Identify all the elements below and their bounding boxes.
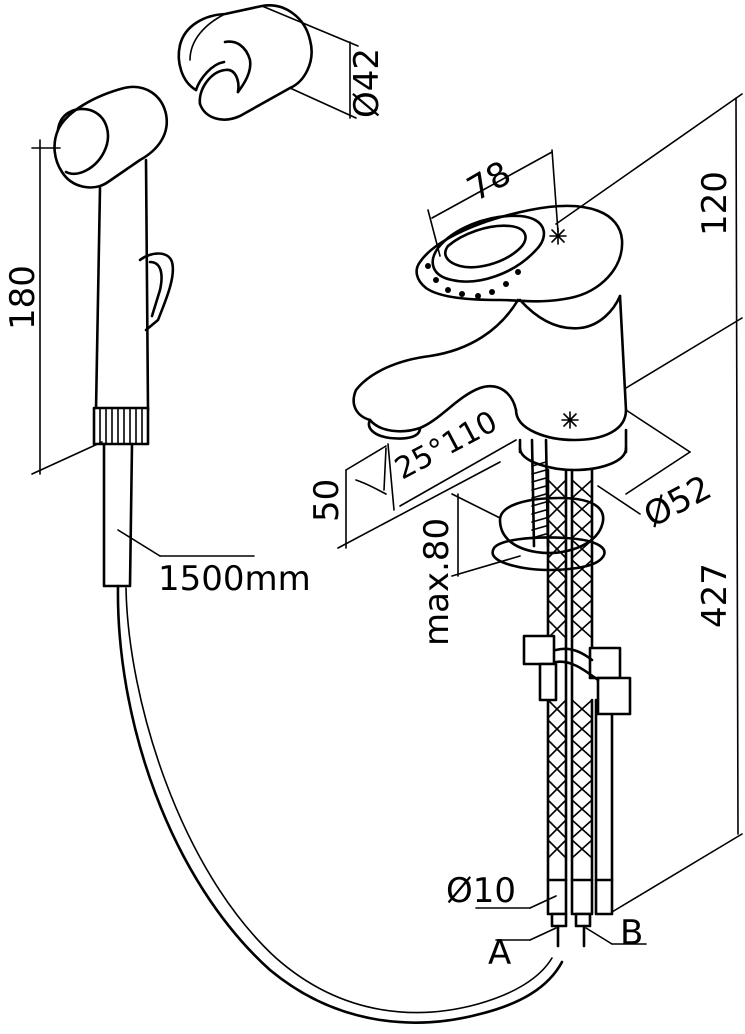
threaded-rod: [530, 438, 550, 548]
base-diameter-dimension: [597, 409, 691, 515]
hose: [116, 584, 564, 1024]
spout-height-dimension: [337, 445, 501, 549]
hand-shower: [53, 85, 175, 588]
deck-thickness-label: max.80: [417, 518, 457, 646]
tap-height-dimension: [555, 93, 743, 913]
asterisk-icon: [549, 227, 567, 245]
pipe-diameter-label: Ø10: [446, 871, 516, 911]
total-length-label: 427: [695, 563, 735, 628]
braided-hoses: [522, 468, 632, 948]
wall-holder: [177, 4, 313, 121]
lever-width-dimension: [427, 149, 559, 257]
handshower-dimension-lines: [31, 139, 103, 475]
handshower-length-label: 180: [3, 265, 43, 330]
basin-tap: [352, 204, 628, 572]
spout-angle-reach-label: 25°110: [389, 404, 503, 487]
hose-leader-line: [117, 529, 161, 557]
connection-a-label: A: [488, 933, 511, 973]
tap-top-height-label: 120: [695, 171, 735, 236]
connection-b-leader: [585, 927, 613, 945]
connection-b-label: B: [620, 913, 643, 953]
spout-reach-dimension: [355, 439, 517, 511]
spout-height-label: 50: [307, 479, 347, 522]
holder-diameter-label: Ø42: [347, 48, 387, 118]
asterisk-icon: [561, 411, 579, 429]
hose-length-label: 1500mm: [158, 559, 311, 599]
holder-dimension-lines: [261, 5, 359, 119]
deck-thickness-dimension: [451, 493, 521, 577]
lever-width-label: 78: [461, 154, 518, 210]
